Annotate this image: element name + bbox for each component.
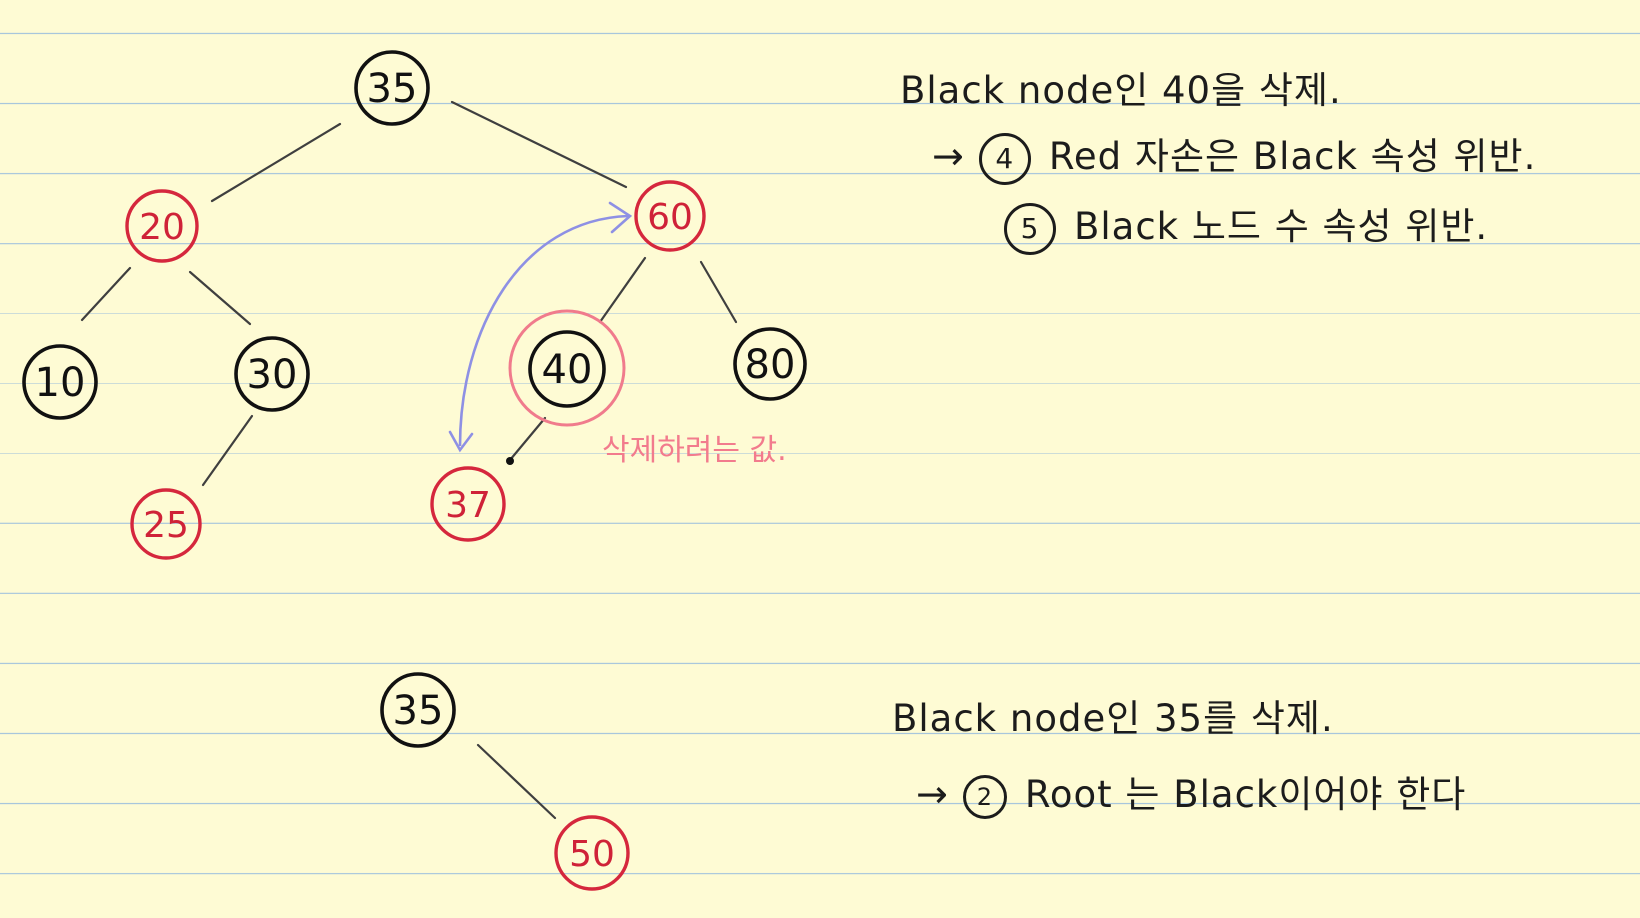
swap-arrowhead-top <box>608 201 633 234</box>
node-35-bottom: 35 <box>380 672 456 748</box>
node-35: 35 <box>354 50 430 126</box>
edge-30-25 <box>201 414 254 487</box>
edge-60-40 <box>598 256 647 324</box>
node-25: 25 <box>130 488 202 560</box>
swap-arrow <box>458 214 629 447</box>
node-50: 50 <box>554 815 630 891</box>
node-30: 30 <box>234 336 310 412</box>
top-note-line2-text: Black 노드 수 속성 위반. <box>1074 205 1489 248</box>
svg-text:30: 30 <box>247 352 298 398</box>
svg-text:35: 35 <box>367 66 418 112</box>
edge-dot <box>506 457 514 465</box>
top-note-line2: 5 Black 노드 수 속성 위반. <box>1004 196 1488 255</box>
bottom-note-title: Black node인 35를 삭제. <box>892 697 1334 740</box>
edge-35-50 <box>476 743 557 820</box>
node-40: 40 <box>508 309 626 427</box>
edge-40-37 <box>508 416 547 462</box>
edge-35-20 <box>210 122 342 203</box>
right-arrow-icon: → <box>916 772 949 816</box>
edge-20-10 <box>80 266 132 322</box>
svg-text:50: 50 <box>569 834 615 875</box>
delete-annotation: 삭제하려는 값. <box>602 433 787 468</box>
swap-arrowhead-bottom <box>448 430 474 453</box>
node-37: 37 <box>430 466 506 542</box>
edge-35-60 <box>450 100 628 189</box>
svg-text:60: 60 <box>647 197 693 238</box>
svg-text:35: 35 <box>393 688 444 734</box>
node-10: 10 <box>22 344 98 420</box>
svg-text:80: 80 <box>745 342 796 388</box>
top-note-line1: → 4 Red 자손은 Black 속성 위반. <box>932 126 1536 185</box>
node-60: 60 <box>634 180 706 252</box>
circled-number: 5 <box>1004 202 1056 255</box>
node-80: 80 <box>733 327 807 401</box>
edge-20-30 <box>188 270 252 326</box>
svg-text:25: 25 <box>143 505 189 546</box>
circled-number: 2 <box>962 774 1007 819</box>
svg-text:20: 20 <box>139 207 185 248</box>
right-arrow-icon: → <box>932 134 965 178</box>
bottom-note-line1-text: Root 는 Black이어야 한다 <box>1024 773 1467 816</box>
svg-text:40: 40 <box>542 347 593 393</box>
edge-60-80 <box>699 260 738 324</box>
svg-text:37: 37 <box>445 485 491 526</box>
svg-text:10: 10 <box>35 360 86 406</box>
top-note-title: Black node인 40을 삭제. <box>900 69 1342 112</box>
top-note-line1-text: Red 자손은 Black 속성 위반. <box>1048 135 1537 178</box>
circled-number: 4 <box>978 132 1031 185</box>
bottom-note-line1: → 2 Root 는 Black이어야 한다 <box>916 764 1466 819</box>
node-20: 20 <box>125 189 199 263</box>
